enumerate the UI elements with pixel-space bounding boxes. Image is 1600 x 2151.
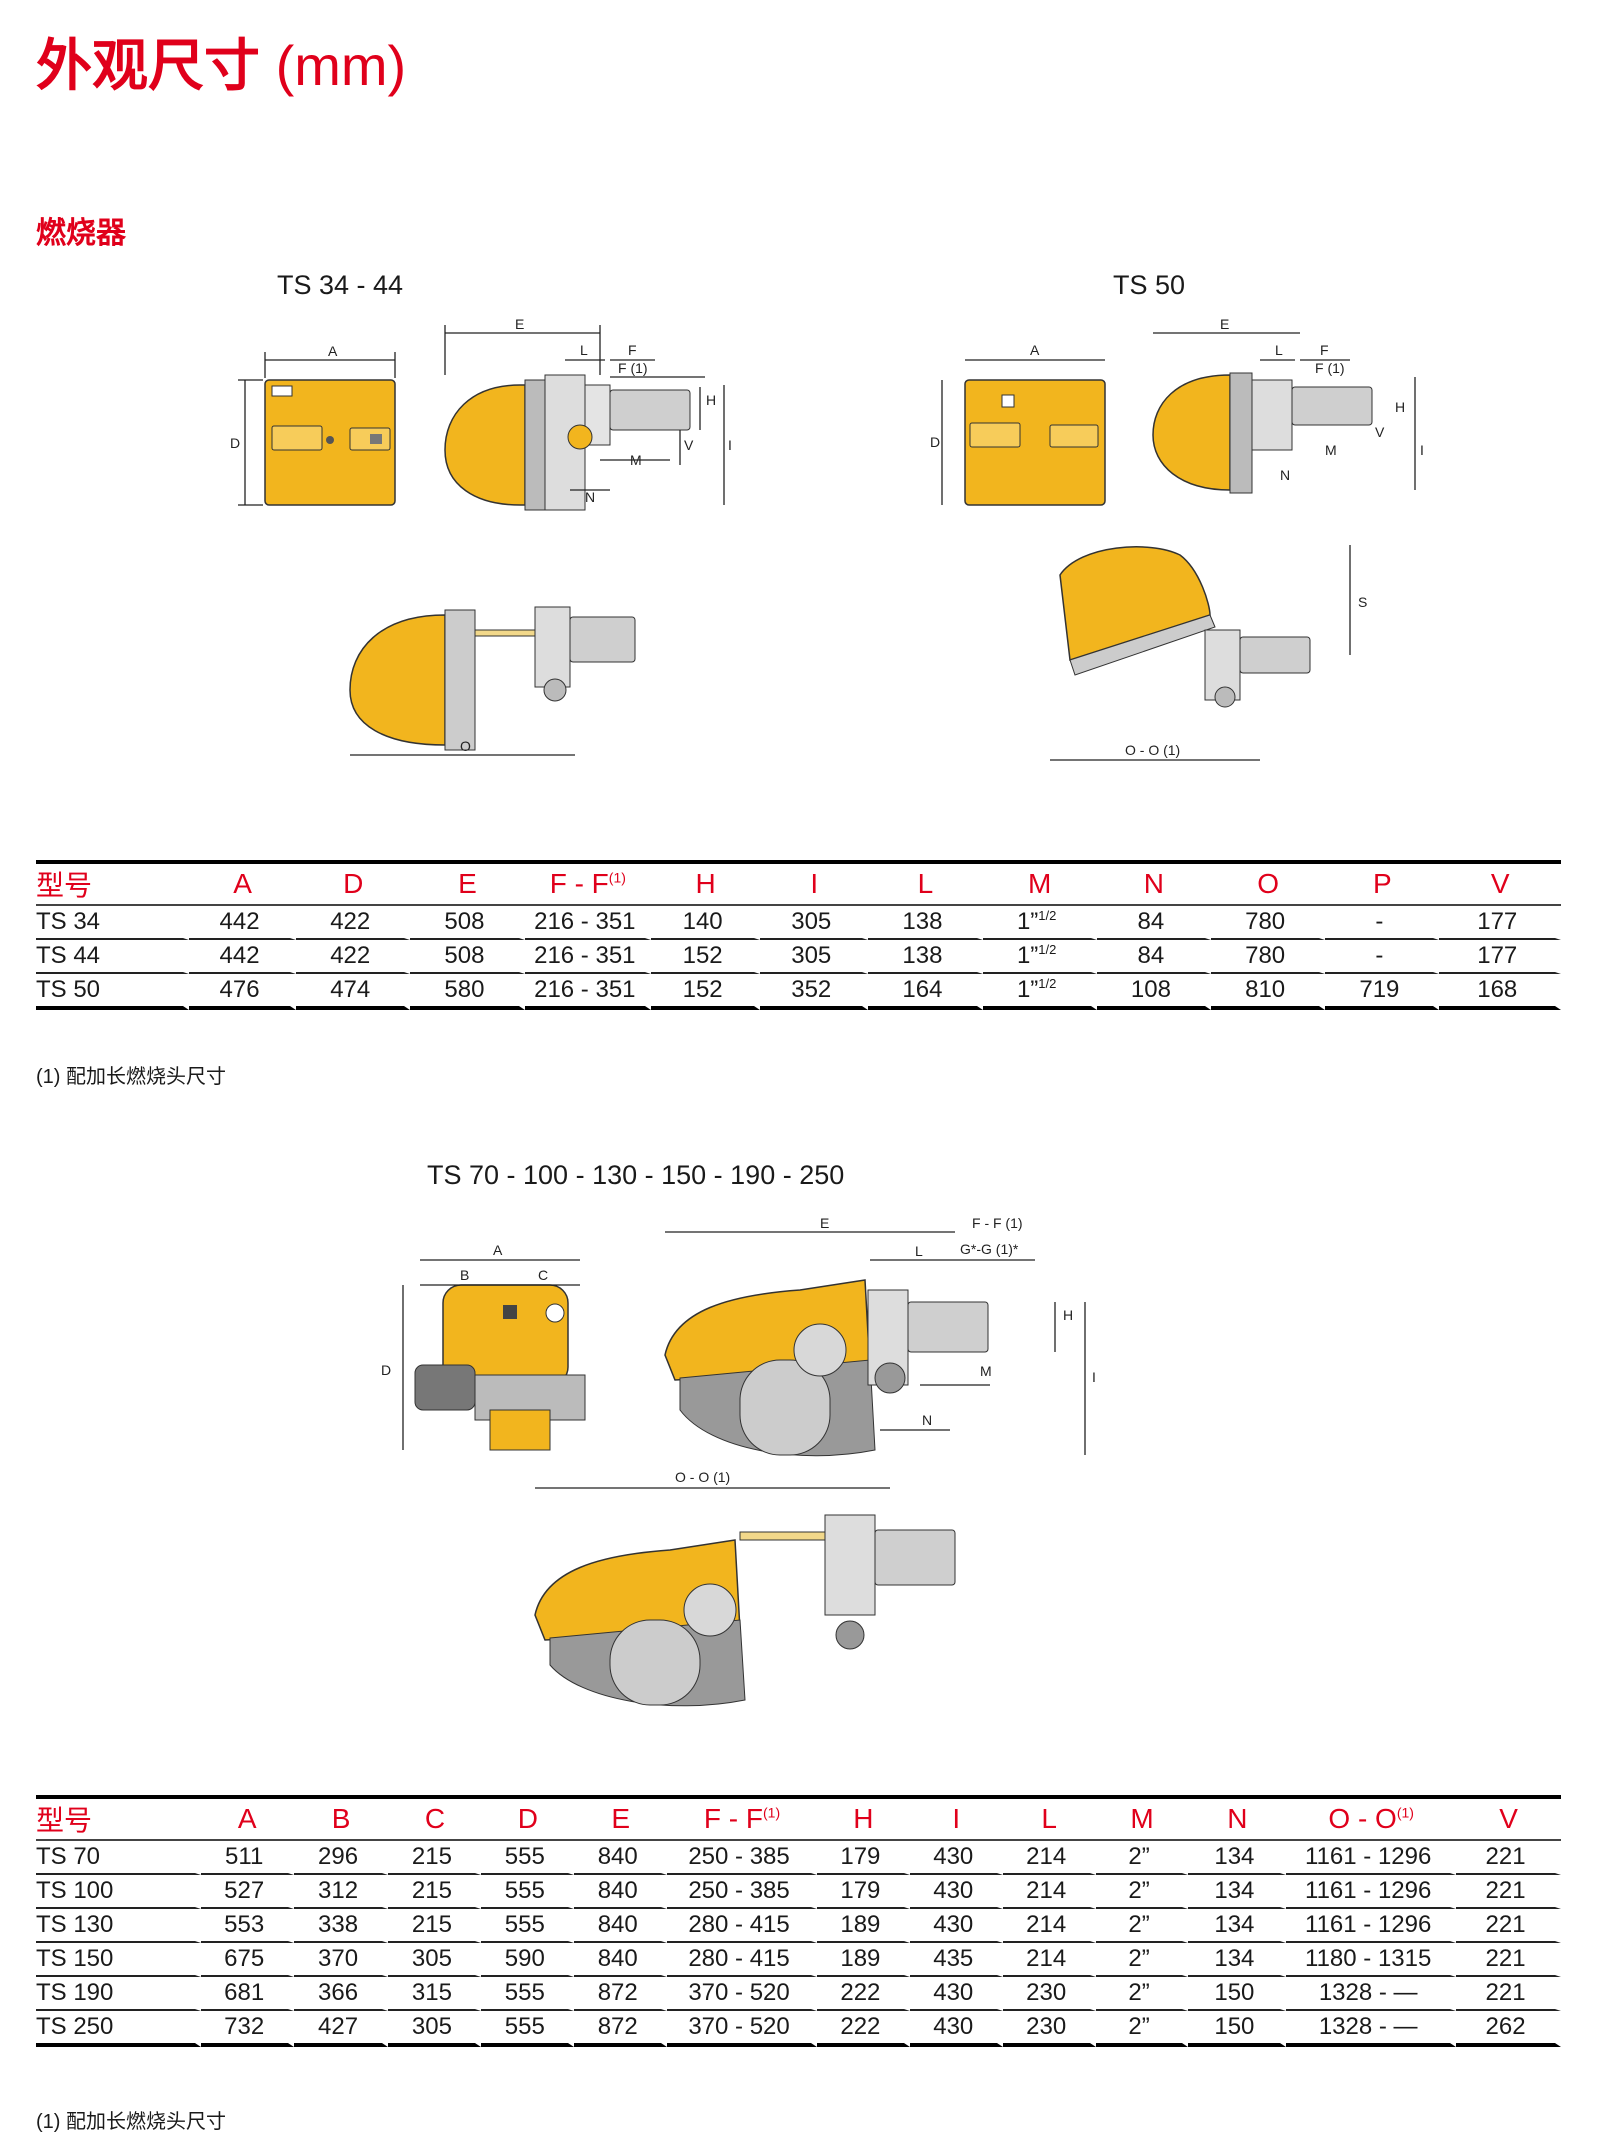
footnote-1: (1) 配加长燃烧头尺寸 [36,1066,226,1088]
dim-label-f-ts50: F [1320,342,1329,358]
dim-label-b: B [460,1267,469,1283]
dim-label-d: D [230,435,240,451]
dim-label-f: F [628,342,637,358]
dim-label-a-ts50: A [1030,342,1040,358]
col-l: L [868,860,983,906]
dim-label-a-ts70: A [493,1242,503,1258]
drawing-label-ts70-250: TS 70 - 100 - 130 - 150 - 190 - 250 [427,1160,845,1190]
col-d: D [296,860,411,906]
col-e: E [574,1795,668,1841]
col-n: N [1096,860,1212,906]
table-header-row: 型号 A D E F - F(1) H I L M N O P V [36,860,1561,906]
ts50-side-view: E L F F (1) H V I M N [1152,316,1424,494]
dim-label-h-ts50: H [1395,399,1405,415]
dim-label-n-ts70: N [922,1412,932,1428]
dim-label-n: N [585,489,595,505]
spec-table-ts70-250: 型号 A B C D E F - F(1) H I L M N O - O(1)… [36,1795,1561,2047]
table-header-row: 型号 A B C D E F - F(1) H I L M N O - O(1)… [36,1795,1561,1841]
ts34-side-view: E L F F (1) H V I M N [444,316,732,511]
dim-label-gg1: G*-G (1)* [960,1241,1019,1257]
col-o: O [1211,860,1326,906]
col-n: N [1188,1795,1287,1841]
dim-label-ff1-ts70: F - F (1) [972,1215,1023,1231]
dim-label-n-ts50: N [1280,467,1290,483]
col-a: A [200,1795,294,1841]
col-p: P [1325,860,1440,906]
col-ff: F - F(1) [524,860,652,906]
ts34-front-view: A D [230,343,396,506]
col-model: 型号 [36,860,189,906]
col-m: M [1095,1795,1189,1841]
dim-label-e-ts70: E [820,1215,829,1231]
ts50-open-view: S O - O (1) [1050,545,1367,761]
dim-label-l-ts50: L [1275,342,1283,358]
col-v: V [1439,860,1561,906]
col-l: L [1002,1795,1096,1841]
dim-label-m: M [630,452,642,468]
dim-label-i-ts70: I [1092,1369,1096,1385]
dim-label-h: H [706,392,716,408]
col-model: 型号 [36,1795,201,1841]
dim-label-e-ts50: E [1220,316,1229,332]
dim-label-d-ts50: D [930,434,940,450]
dim-label-l-ts70: L [915,1243,923,1259]
col-d: D [481,1795,575,1841]
dim-label-c: C [538,1267,548,1283]
col-h: H [816,1795,910,1841]
dim-label-s: S [1358,594,1367,610]
dim-label-e: E [515,316,524,332]
col-c: C [388,1795,482,1841]
dim-label-oo1-ts50: O - O (1) [1125,742,1180,758]
dim-label-f1-ts50: F (1) [1315,360,1345,376]
dim-label-l: L [580,342,588,358]
page-title: 外观尺寸 (mm) [36,34,407,97]
dim-label-h-ts70: H [1063,1307,1073,1323]
ts70-open-view: O - O (1) [534,1470,956,1707]
col-ff: F - F(1) [667,1795,817,1841]
dim-label-v-ts50: V [1375,424,1385,440]
dim-label-o: O [460,738,471,754]
col-i: I [760,860,869,906]
dim-label-i-ts50: I [1420,442,1424,458]
col-b: B [293,1795,389,1841]
dim-label-a: A [328,343,338,359]
col-m: M [982,860,1097,906]
ts70-side-view: E F - F (1) L G*-G (1)* H I M N [664,1215,1096,1457]
dim-label-d-ts70: D [381,1362,391,1378]
dim-label-m-ts50: M [1325,442,1337,458]
col-oo: O - O(1) [1286,1795,1457,1841]
dim-label-f1: F (1) [618,360,648,376]
col-a: A [189,860,297,906]
dim-label-i: I [728,437,732,453]
dim-label-v: V [684,437,694,453]
ts50-front-view: A D [930,342,1106,506]
drawing-label-ts50: TS 50 [1113,270,1186,300]
drawing-label-ts34-44: TS 34 - 44 [277,270,404,300]
col-e: E [410,860,525,906]
section-title: 燃烧器 [36,217,126,250]
dim-label-m-ts70: M [980,1363,992,1379]
col-v: V [1456,1795,1561,1841]
col-i: I [909,1795,1003,1841]
ts70-front-view: A B C D [381,1242,586,1451]
footnote-2: (1) 配加长燃烧头尺寸 [36,2111,226,2133]
col-h: H [651,860,761,906]
dim-label-oo1-ts70: O - O (1) [675,1470,730,1485]
ts34-open-view: O [349,606,636,756]
